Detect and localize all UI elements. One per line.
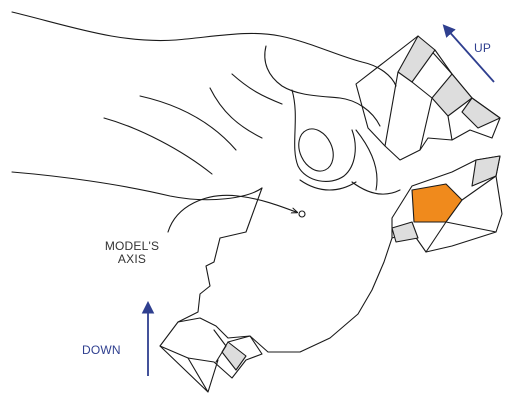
down-label: DOWN (82, 344, 121, 357)
upper-wing-stripe-1 (398, 36, 435, 82)
hand (12, 12, 400, 200)
axis-point (299, 211, 305, 217)
up-arrow (446, 28, 494, 82)
models-axis-label: MODEL'S AXIS (96, 240, 168, 266)
thumb (292, 90, 355, 181)
models-axis-label-line2: AXIS (96, 253, 168, 266)
lower-wing-tip (160, 330, 226, 392)
upper-wing-stripe-3 (462, 98, 500, 128)
right-wing-stripe-2 (392, 222, 418, 242)
index-finger (265, 46, 380, 126)
right-wing-stripe-1 (472, 156, 500, 186)
palm-lines (12, 118, 262, 200)
hand-knuckle-lines (140, 74, 282, 150)
hand-outline-top (12, 12, 396, 86)
orange-panel (412, 184, 462, 222)
lower-wing (160, 318, 262, 378)
finger-lines (352, 130, 400, 194)
up-label: UP (474, 42, 491, 55)
axis-pointer (168, 195, 296, 232)
model-body-left (178, 188, 262, 322)
model-body-right (228, 238, 392, 352)
